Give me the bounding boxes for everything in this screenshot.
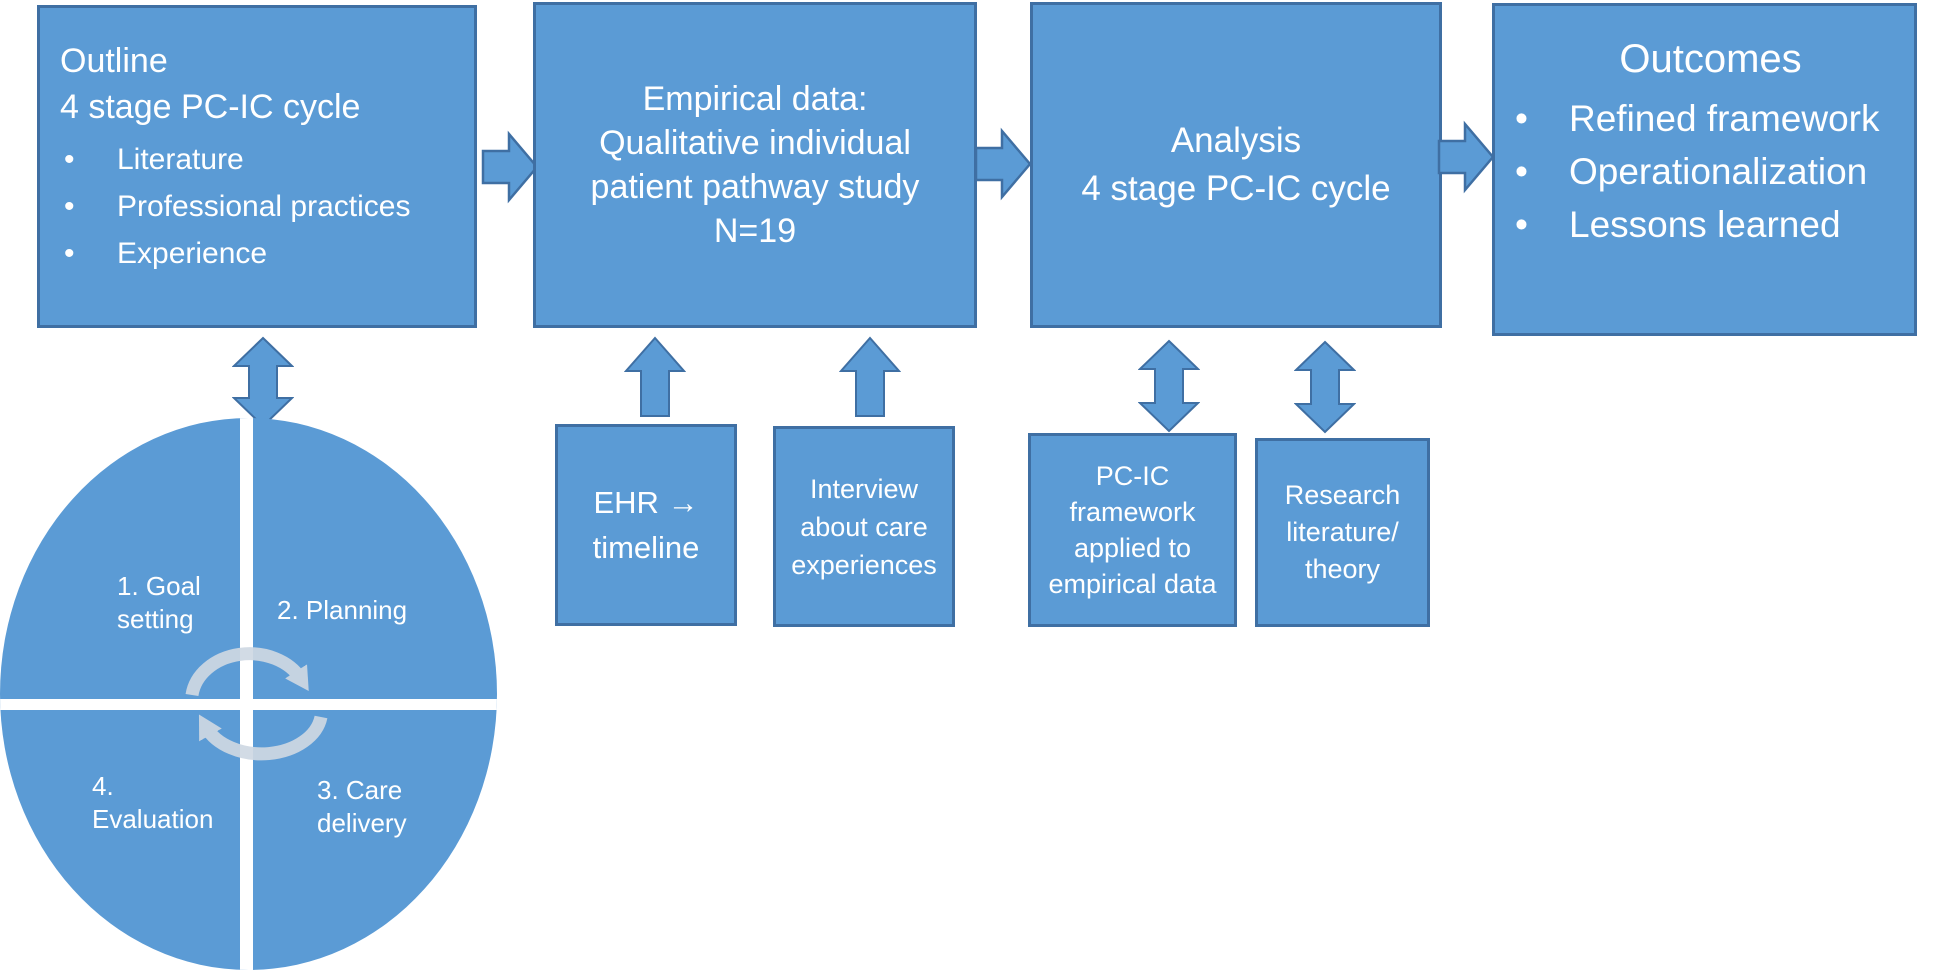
bullet-icon: • — [1515, 151, 1528, 192]
empirical-line: patient pathway study — [590, 168, 920, 206]
quadrant-divider-vertical — [240, 418, 253, 970]
empirical-line: Qualitative individual — [599, 124, 911, 162]
outline-box: Outline 4 stage PC-IC cycle • Literature… — [37, 5, 477, 328]
outcomes-bullet-item: • Refined framework — [1515, 92, 1906, 145]
bullet-icon: • — [64, 143, 75, 176]
outline-bullet-text: Professional practices — [117, 190, 411, 223]
bullet-icon: • — [64, 237, 75, 270]
pcic-cycle-circle: 1. Goal setting 2. Planning 4. Evaluatio… — [0, 418, 497, 970]
outline-bullet-text: Experience — [117, 237, 268, 270]
quadrant-3-care-delivery-label: 3. Care delivery — [317, 774, 407, 840]
analysis-box: Analysis 4 stage PC-IC cycle — [1030, 2, 1442, 328]
empirical-line: Empirical data: — [642, 80, 868, 118]
pcic-line: framework — [1069, 497, 1196, 527]
quadrant-4-evaluation-label: 4. Evaluation — [92, 770, 213, 836]
outcomes-bullet-text: Refined framework — [1569, 98, 1880, 139]
research-line: theory — [1304, 554, 1381, 584]
right-arrow-icon — [481, 130, 539, 204]
outline-bullet-item: • Experience — [64, 230, 464, 277]
quadrant-3-line: 3. Care — [317, 775, 403, 805]
quadrant-4-line: 4. — [92, 771, 114, 801]
outcomes-bullet-item: • Operationalization — [1515, 145, 1906, 198]
ehr-line: timeline — [592, 530, 700, 565]
right-arrow-icon — [1437, 120, 1495, 194]
pcic-line: applied to — [1073, 533, 1192, 563]
double-arrow-vertical-icon — [1138, 339, 1200, 433]
interview-box: Interview about care experiences — [773, 426, 955, 627]
quadrant-divider-horizontal — [0, 699, 497, 710]
outcomes-box: Outcomes • Refined framework • Operation… — [1492, 3, 1917, 336]
research-literature-box: Research literature/ theory — [1255, 438, 1430, 627]
cycle-rotation-arrows-icon — [185, 647, 328, 761]
quadrant-1-line: setting — [117, 604, 194, 634]
interview-line: about care — [800, 511, 928, 542]
bullet-icon: • — [64, 190, 75, 223]
pcic-framework-box: PC-IC framework applied to empirical dat… — [1028, 433, 1237, 627]
double-arrow-vertical-icon — [1294, 340, 1356, 434]
quadrant-2-planning-label: 2. Planning — [277, 594, 407, 627]
research-line: Research — [1284, 480, 1401, 510]
outline-bullet-text: Literature — [117, 143, 244, 176]
up-arrow-icon — [839, 336, 901, 417]
quadrant-4-line: Evaluation — [92, 804, 214, 834]
ehr-timeline-box: EHR → timeline — [555, 424, 737, 626]
quadrant-1-line: 1. Goal — [117, 571, 201, 601]
bullet-icon: • — [1515, 98, 1528, 139]
analysis-line: 4 stage PC-IC cycle — [1081, 169, 1391, 208]
interview-line: experiences — [791, 549, 937, 580]
outline-title-line-2: 4 stage PC-IC cycle — [60, 88, 361, 126]
double-arrow-vertical-icon — [232, 336, 294, 428]
outcomes-bullet-text: Lessons learned — [1569, 204, 1841, 245]
quadrant-2-line: 2. Planning — [277, 595, 408, 625]
up-arrow-icon — [624, 336, 686, 417]
quadrant-1-goal-setting-label: 1. Goal setting — [117, 570, 201, 636]
outline-bullet-item: • Literature — [64, 136, 464, 183]
outcomes-title: Outcomes — [1619, 37, 1802, 81]
right-arrow-icon — [974, 127, 1032, 201]
empirical-data-box: Empirical data: Qualitative individual p… — [533, 2, 977, 328]
outcomes-bullet-text: Operationalization — [1569, 151, 1868, 192]
interview-line: Interview — [809, 473, 919, 504]
empirical-line: N=19 — [713, 212, 797, 250]
outcomes-bullet-item: • Lessons learned — [1515, 198, 1906, 251]
analysis-line: Analysis — [1170, 121, 1302, 160]
bullet-icon: • — [1515, 204, 1528, 245]
quadrant-3-line: delivery — [317, 808, 407, 838]
research-line: literature/ — [1286, 517, 1399, 547]
outline-bullet-item: • Professional practices — [64, 183, 464, 230]
pcic-line: PC-IC — [1095, 461, 1170, 491]
pcic-line: empirical data — [1048, 569, 1217, 599]
outline-title-line-1: Outline — [60, 42, 168, 80]
ehr-line: EHR → — [593, 485, 699, 520]
